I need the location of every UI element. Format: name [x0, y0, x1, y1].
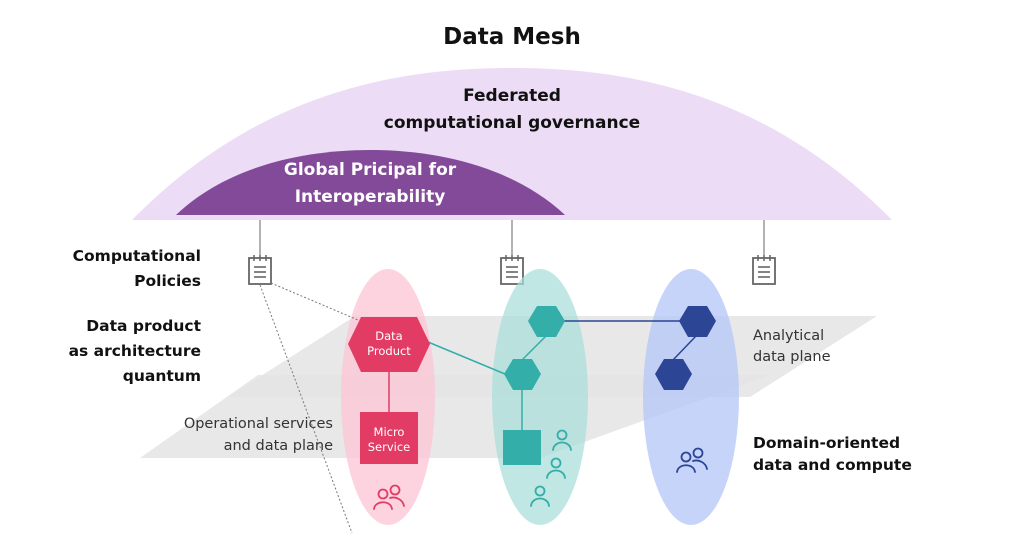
product-to-teal-link — [427, 341, 506, 375]
users-icon — [676, 447, 708, 473]
users-icon — [373, 484, 405, 510]
policy-dotted-line-to-product — [270, 282, 359, 321]
micro-service-label-line-1: Micro — [374, 425, 405, 439]
blue-data-product-hex-1 — [679, 306, 716, 337]
teal-data-product-hex-2 — [504, 359, 541, 390]
governance-label-line-2: computational governance — [384, 113, 640, 133]
blue-hex-link — [672, 335, 697, 361]
global-principal-dome — [176, 150, 565, 215]
domain-ellipse-blue — [643, 269, 739, 525]
teal-service-node — [503, 430, 541, 465]
governance-label-line-1: Federated — [463, 86, 561, 106]
diagram-title: Data Mesh — [443, 24, 581, 50]
interoperability-label-line-2: Interoperability — [295, 187, 446, 207]
user-icon — [546, 457, 566, 479]
data-product-label-line-2: Product — [367, 344, 411, 358]
operational-label-line-2: and data plane — [224, 438, 333, 454]
analytical-label-line-1: Analytical — [753, 328, 824, 344]
policies-label-line-2: Policies — [134, 272, 201, 290]
data-product-node — [348, 317, 430, 372]
user-icon — [552, 429, 572, 451]
interoperability-label-line-1: Global Pricipal for — [284, 160, 457, 180]
analytical-label-line-2: data plane — [753, 349, 831, 365]
teal-data-product-hex-1 — [528, 306, 565, 337]
notepad-icon — [248, 255, 272, 285]
blue-data-product-hex-2 — [655, 359, 692, 390]
quantum-label-line-2: as architecture — [69, 342, 201, 360]
data-product-label-line-1: Data — [375, 329, 402, 343]
policy-dotted-line-to-operational — [259, 284, 353, 534]
policies-label-line-1: Computational — [73, 247, 201, 265]
micro-service-label-line-2: Service — [368, 440, 411, 454]
quantum-label-line-3: quantum — [123, 367, 201, 385]
user-icon — [530, 485, 550, 507]
quantum-label-line-1: Data product — [86, 317, 201, 335]
operational-label-line-1: Operational services — [184, 416, 333, 432]
domain-label-line-2: data and compute — [753, 456, 912, 474]
micro-service-node — [360, 412, 418, 464]
teal-hex-link — [521, 335, 547, 361]
domain-label-line-1: Domain-oriented — [753, 434, 900, 452]
notepad-icon — [500, 255, 524, 285]
notepad-icon — [752, 255, 776, 285]
domain-ellipse-pink — [341, 269, 435, 525]
